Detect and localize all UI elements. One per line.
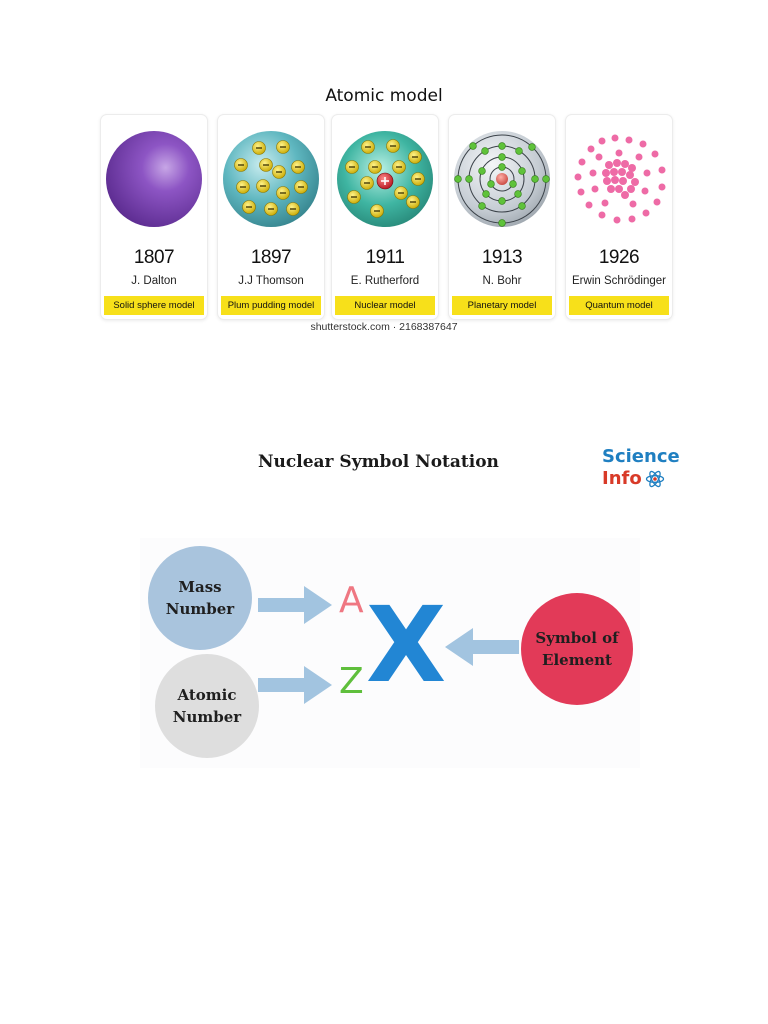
atom-icon (645, 470, 664, 488)
model-name-tag: Quantum model (569, 296, 669, 315)
atomic-number-label: Atomic Number (172, 686, 242, 726)
model-card-rutherford: 1911 E. Rutherford Nuclear model (331, 114, 439, 320)
symbol-of-element-label: Symbol of Element (535, 629, 619, 669)
model-scientist: J.J Thomson (238, 275, 304, 287)
atomic-number-circle: Atomic Number (155, 654, 259, 758)
plum-pudding-icon (223, 131, 319, 227)
notation-title: Nuclear Symbol Notation (258, 452, 499, 472)
model-scientist: N. Bohr (482, 275, 522, 287)
model-card-schrodinger: 1926 Erwin Schrödinger Quantum model (565, 114, 673, 320)
arrow-right-icon (258, 666, 332, 704)
mass-number-circle: Mass Number (148, 546, 252, 650)
atomic-models-panel: 1807 J. Dalton Solid sphere model (100, 114, 673, 320)
atomic-number-letter: Z (339, 661, 364, 702)
model-name-tag: Nuclear model (335, 296, 435, 315)
nuclear-atom-icon (337, 131, 433, 227)
model-year: 1911 (365, 247, 405, 268)
model-year: 1913 (481, 247, 523, 268)
logo-line2: Info (602, 468, 642, 489)
symbol-of-element-circle: Symbol of Element (521, 593, 633, 705)
dalton-sphere-icon (106, 131, 202, 227)
mass-number-label: Mass Number (165, 578, 235, 618)
logo-line2-row: Info (602, 468, 680, 490)
nuclear-notation-diagram: Mass Number Atomic Number Symbol of Elem… (140, 538, 640, 768)
model-scientist: Erwin Schrödinger (572, 275, 666, 287)
model-name-tag: Solid sphere model (104, 296, 204, 315)
model-year: 1897 (250, 247, 292, 268)
science-info-logo: Science Info (602, 446, 680, 490)
model-name-tag: Planetary model (452, 296, 552, 315)
planetary-atom-icon (454, 131, 550, 227)
arrow-right-icon (258, 586, 332, 624)
arrow-left-icon (445, 628, 519, 666)
logo-line1: Science (602, 446, 680, 467)
model-card-bohr: 1913 N. Bohr Planetary model (448, 114, 556, 320)
model-scientist: E. Rutherford (350, 275, 420, 287)
model-card-dalton: 1807 J. Dalton Solid sphere model (100, 114, 208, 320)
model-card-thomson: 1897 J.J Thomson Plum pudding model (217, 114, 325, 320)
element-symbol-letter: X (366, 584, 447, 706)
watermark-text: shutterstock.com · 2168387647 (310, 321, 458, 333)
model-name-tag: Plum pudding model (221, 296, 321, 315)
page-title: Atomic model (325, 86, 443, 106)
model-year: 1926 (598, 247, 640, 268)
mass-number-letter: A (339, 580, 364, 621)
model-year: 1807 (133, 247, 175, 268)
model-scientist: J. Dalton (131, 275, 177, 287)
quantum-cloud-icon (574, 134, 666, 224)
